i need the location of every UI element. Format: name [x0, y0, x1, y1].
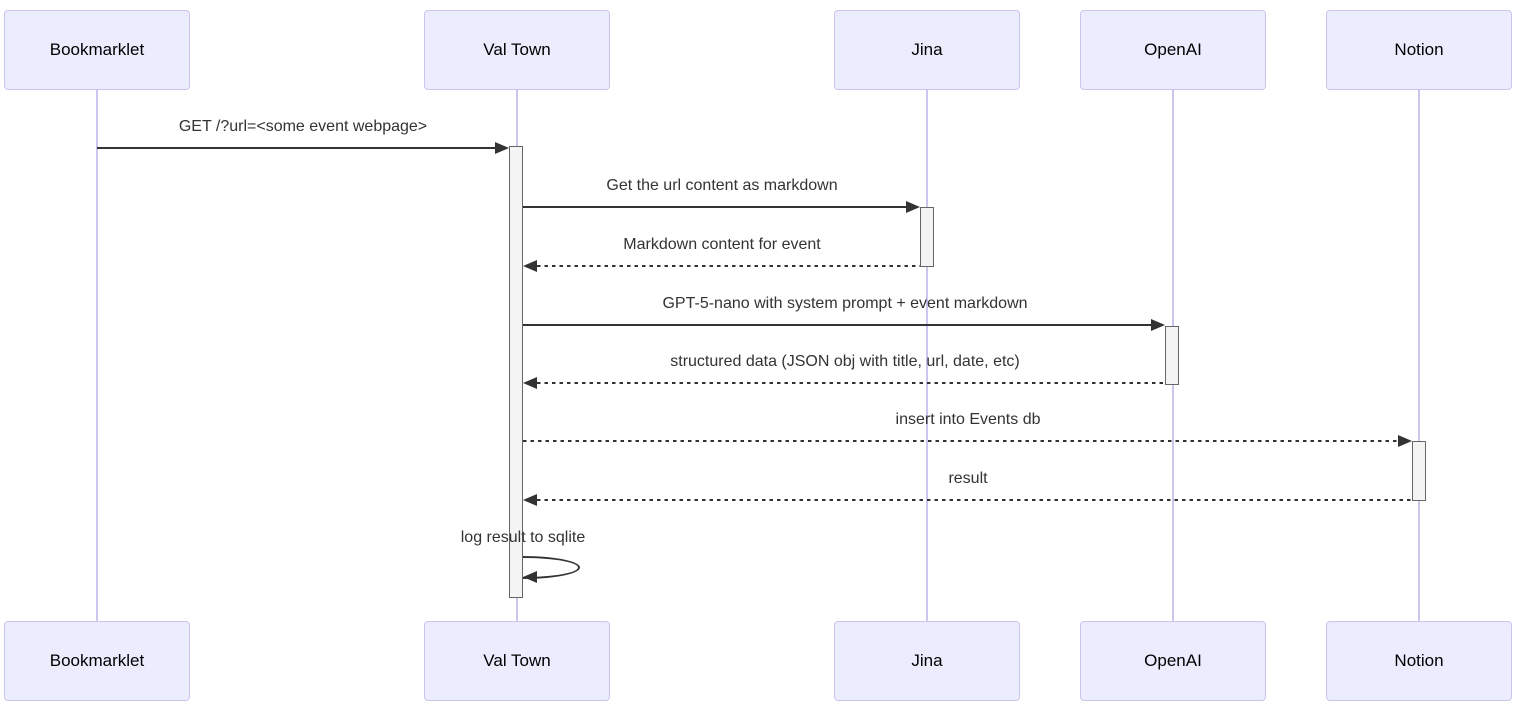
- actor-top-valtown: Val Town: [424, 10, 610, 90]
- arrowhead-left-icon: [523, 571, 537, 583]
- message-label: insert into Events db: [895, 411, 1041, 428]
- message-line: [537, 382, 1165, 384]
- message-label: Markdown content for event: [623, 236, 821, 253]
- actor-label: OpenAI: [1144, 651, 1202, 670]
- actor-label: Notion: [1394, 40, 1444, 59]
- activation-jina: [920, 207, 934, 267]
- arrowhead-left-icon: [523, 260, 537, 272]
- arrowhead-right-icon: [1151, 319, 1165, 331]
- actor-label: Val Town: [483, 40, 551, 59]
- arrowhead-left-icon: [523, 494, 537, 506]
- message-line: [97, 147, 497, 149]
- message-label: GET /?url=<some event webpage>: [178, 118, 428, 135]
- actor-bottom-notion: Notion: [1326, 621, 1512, 701]
- lifeline-bookmarklet: [96, 90, 98, 622]
- message-line: [523, 440, 1398, 442]
- message-label: log result to sqlite: [460, 529, 586, 546]
- actor-top-jina: Jina: [834, 10, 1020, 90]
- message-line: [537, 265, 920, 267]
- actor-bottom-valtown: Val Town: [424, 621, 610, 701]
- actor-label: Notion: [1394, 651, 1444, 670]
- actor-label: Bookmarklet: [49, 651, 145, 670]
- message-line: [537, 499, 1412, 501]
- message-line: [523, 206, 907, 208]
- arrowhead-right-icon: [1398, 435, 1412, 447]
- actor-label: Val Town: [483, 651, 551, 670]
- actor-label: OpenAI: [1144, 40, 1202, 59]
- actor-bottom-bookmarklet: Bookmarklet: [4, 621, 190, 701]
- message-label: Get the url content as markdown: [606, 177, 838, 194]
- actor-top-notion: Notion: [1326, 10, 1512, 90]
- actor-bottom-jina: Jina: [834, 621, 1020, 701]
- actor-bottom-openai: OpenAI: [1080, 621, 1266, 701]
- message-line: [523, 324, 1152, 326]
- activation-notion: [1412, 441, 1426, 501]
- actor-label: Jina: [911, 651, 943, 670]
- actor-label: Jina: [911, 40, 943, 59]
- message-label: structured data (JSON obj with title, ur…: [670, 353, 1020, 370]
- lifeline-jina: [926, 90, 928, 622]
- message-label: GPT-5-nano with system prompt + event ma…: [662, 295, 1028, 312]
- actor-top-bookmarklet: Bookmarklet: [4, 10, 190, 90]
- actor-top-openai: OpenAI: [1080, 10, 1266, 90]
- actor-label: Bookmarklet: [49, 40, 145, 59]
- activation-valtown: [509, 146, 523, 598]
- activation-openai: [1165, 326, 1179, 385]
- arrowhead-left-icon: [523, 377, 537, 389]
- arrowhead-right-icon: [495, 142, 509, 154]
- arrowhead-right-icon: [906, 201, 920, 213]
- message-label: result: [948, 470, 988, 487]
- lifeline-notion: [1418, 90, 1420, 622]
